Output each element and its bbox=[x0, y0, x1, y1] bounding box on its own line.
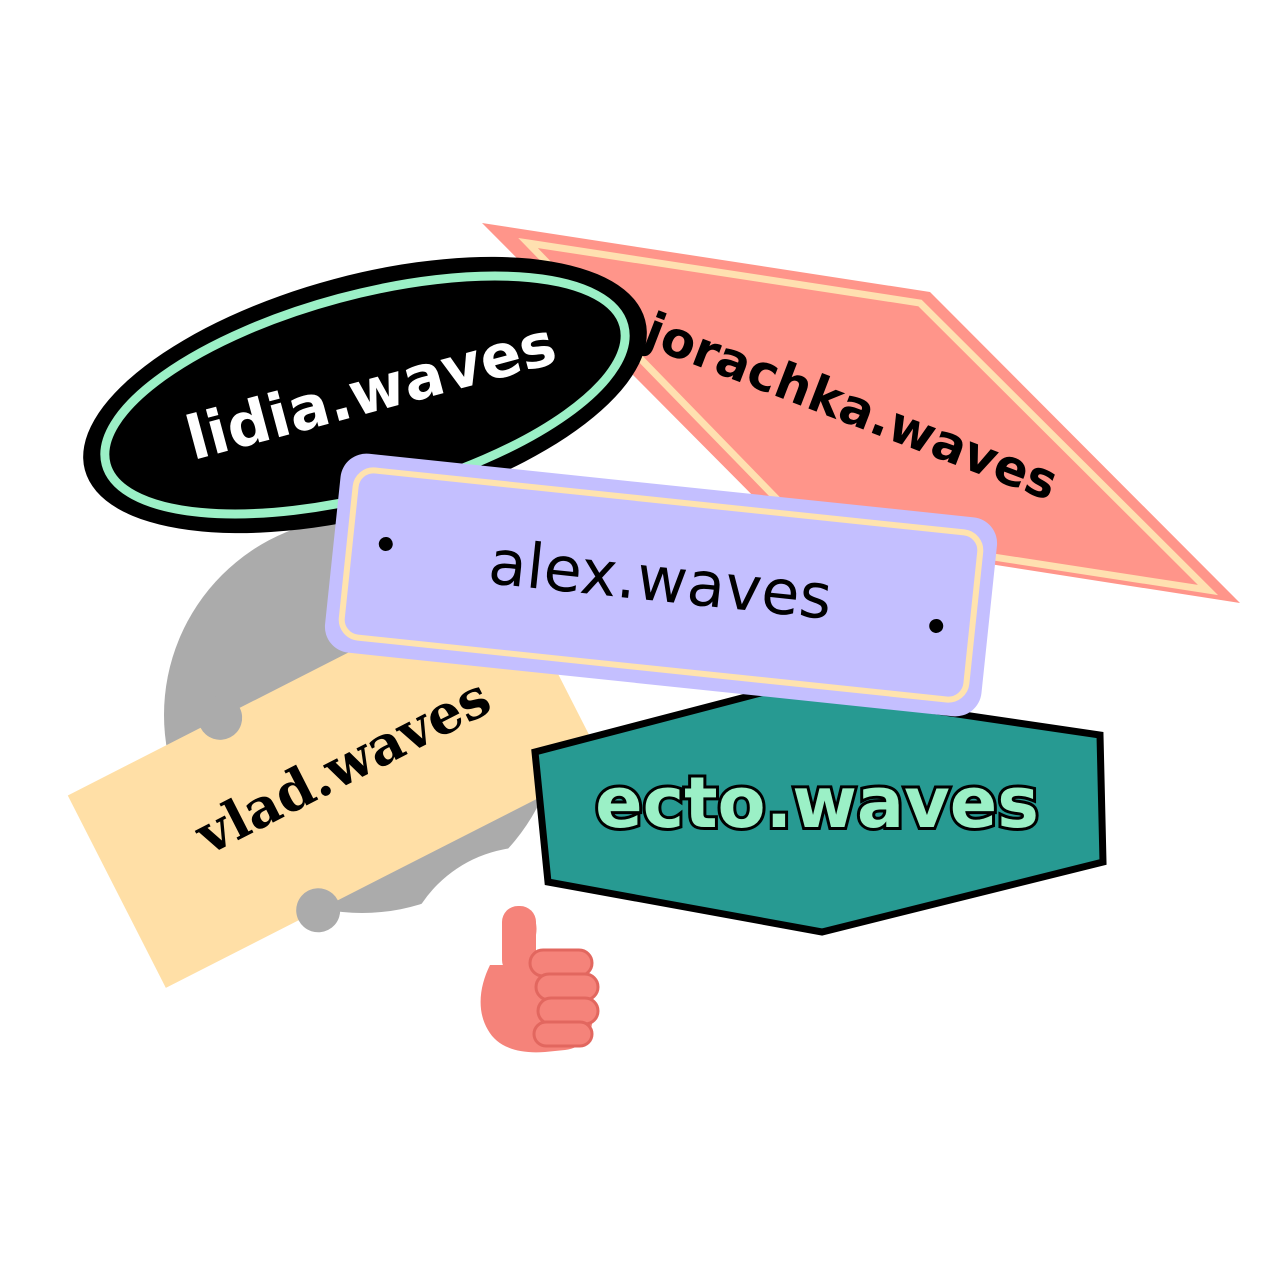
screw-dot-right bbox=[929, 618, 944, 633]
screw-dot-left bbox=[378, 537, 393, 552]
thumbs-up-icon bbox=[480, 906, 600, 1053]
alex-sticker: alex.waves bbox=[324, 453, 998, 717]
ecto-sticker: ecto.waves bbox=[531, 684, 1107, 936]
ecto-label: ecto.waves bbox=[595, 762, 1039, 844]
